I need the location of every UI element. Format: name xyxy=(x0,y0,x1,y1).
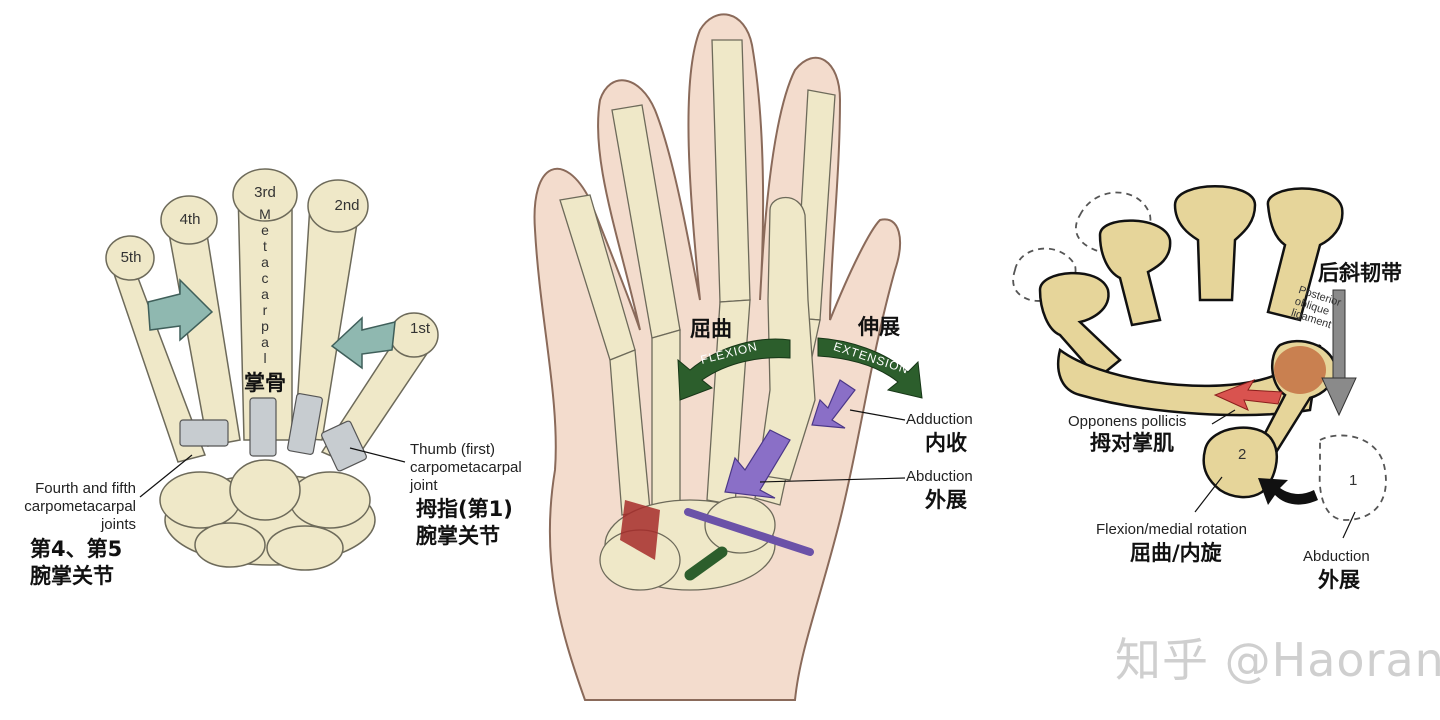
watermark: 知乎 @Haoran xyxy=(1115,633,1440,687)
fourth-fifth-line: joints xyxy=(100,516,136,533)
metacarpal-label-3rd: 3rd xyxy=(254,184,276,201)
opponens-en-label: Opponens pollicis xyxy=(1068,413,1187,430)
middle-green-rod xyxy=(684,546,728,581)
metacarpal-letter: a xyxy=(261,254,269,270)
metacarpal-letter: e xyxy=(261,222,269,238)
extension-arrow xyxy=(817,337,923,399)
middle-red-tendon xyxy=(620,500,660,560)
middle-axis-rods xyxy=(684,508,814,556)
left-joint-hinges xyxy=(179,393,367,472)
metacarpal-letter: r xyxy=(262,302,268,318)
fourth-fifth-cn-line: 腕掌关节 xyxy=(30,564,114,588)
fourth-fifth-cmc-cn: 第4、第5 腕掌关节 xyxy=(30,536,122,590)
metacarpal-letter: M xyxy=(259,206,271,222)
flexion-cn-label: 屈曲 xyxy=(690,317,732,341)
ligament-arrow xyxy=(1321,289,1357,417)
adduction-en-label: Adduction xyxy=(906,411,973,428)
left-hand-skeleton xyxy=(105,168,439,571)
metacarpal-letter: l xyxy=(263,350,267,366)
posterior-oblique-ligament-cn: 后斜韧带 xyxy=(1318,261,1402,285)
right-abduction-en: Abduction xyxy=(1303,548,1370,565)
flexion-medial-rotation-cn: 屈曲/内旋 xyxy=(1130,541,1222,565)
extension-cn-label: 伸展 xyxy=(858,315,900,339)
thumb-cmc-line: joint xyxy=(410,477,438,494)
right-abduction-cn: 外展 xyxy=(1318,568,1360,592)
left-teal-arrows xyxy=(147,278,396,370)
abduction-cn-label: 外展 xyxy=(925,488,967,512)
adduction-cn-label: 内收 xyxy=(925,431,967,455)
abduction-en-label: Abduction xyxy=(906,468,973,485)
metacarpal-letter: c xyxy=(261,270,269,286)
thumb-cmc-line: carpometacarpal xyxy=(410,459,522,476)
opponens-arrow xyxy=(1213,379,1283,411)
metacarpal-letter: t xyxy=(263,238,267,254)
thumb-cmc-cn: 拇指(第1) 腕掌关节 xyxy=(416,496,513,550)
flexion-arrow xyxy=(677,338,791,401)
fourth-fifth-cn-line: 第4、第5 xyxy=(30,537,123,561)
thumb-cmc-cn-line: 腕掌关节 xyxy=(416,524,500,548)
purple-motion-arrows xyxy=(724,379,856,499)
right-opponens-spot xyxy=(1274,346,1326,394)
flexion-medial-rotation-en: Flexion/medial rotation xyxy=(1096,521,1247,538)
thumb-cmc-line: Thumb (first) xyxy=(410,441,496,458)
thumb-cmc-cn-line: 拇指(第1) xyxy=(416,497,513,521)
metacarpal-letter: a xyxy=(261,334,269,350)
fourth-fifth-line: carpometacarpal xyxy=(24,498,136,515)
position-2-label: 2 xyxy=(1238,446,1247,463)
position-1-label: 1 xyxy=(1349,472,1358,489)
metacarpal-letter: a xyxy=(261,286,269,302)
metacarpal-letter: p xyxy=(261,318,269,334)
metacarpal-vertical-word: M e t a c a r p a l xyxy=(257,206,273,366)
metacarpal-label-4th: 4th xyxy=(179,211,201,228)
right-bones xyxy=(1038,185,1344,499)
metacarpal-cn-label: 掌骨 xyxy=(244,371,286,395)
metacarpal-label-5th: 5th xyxy=(120,249,142,266)
metacarpal-label-2nd: 2nd xyxy=(334,197,360,214)
metacarpal-label-1st: 1st xyxy=(409,320,430,337)
rotation-arrow xyxy=(1258,478,1318,505)
thumb-cmc-en: Thumb (first) carpometacarpal joint xyxy=(410,441,522,495)
opponens-cn-label: 拇对掌肌 xyxy=(1090,431,1174,455)
fourth-fifth-cmc-en: Fourth and fifth carpometacarpal joints xyxy=(0,480,136,534)
fourth-fifth-line: Fourth and fifth xyxy=(35,480,136,497)
